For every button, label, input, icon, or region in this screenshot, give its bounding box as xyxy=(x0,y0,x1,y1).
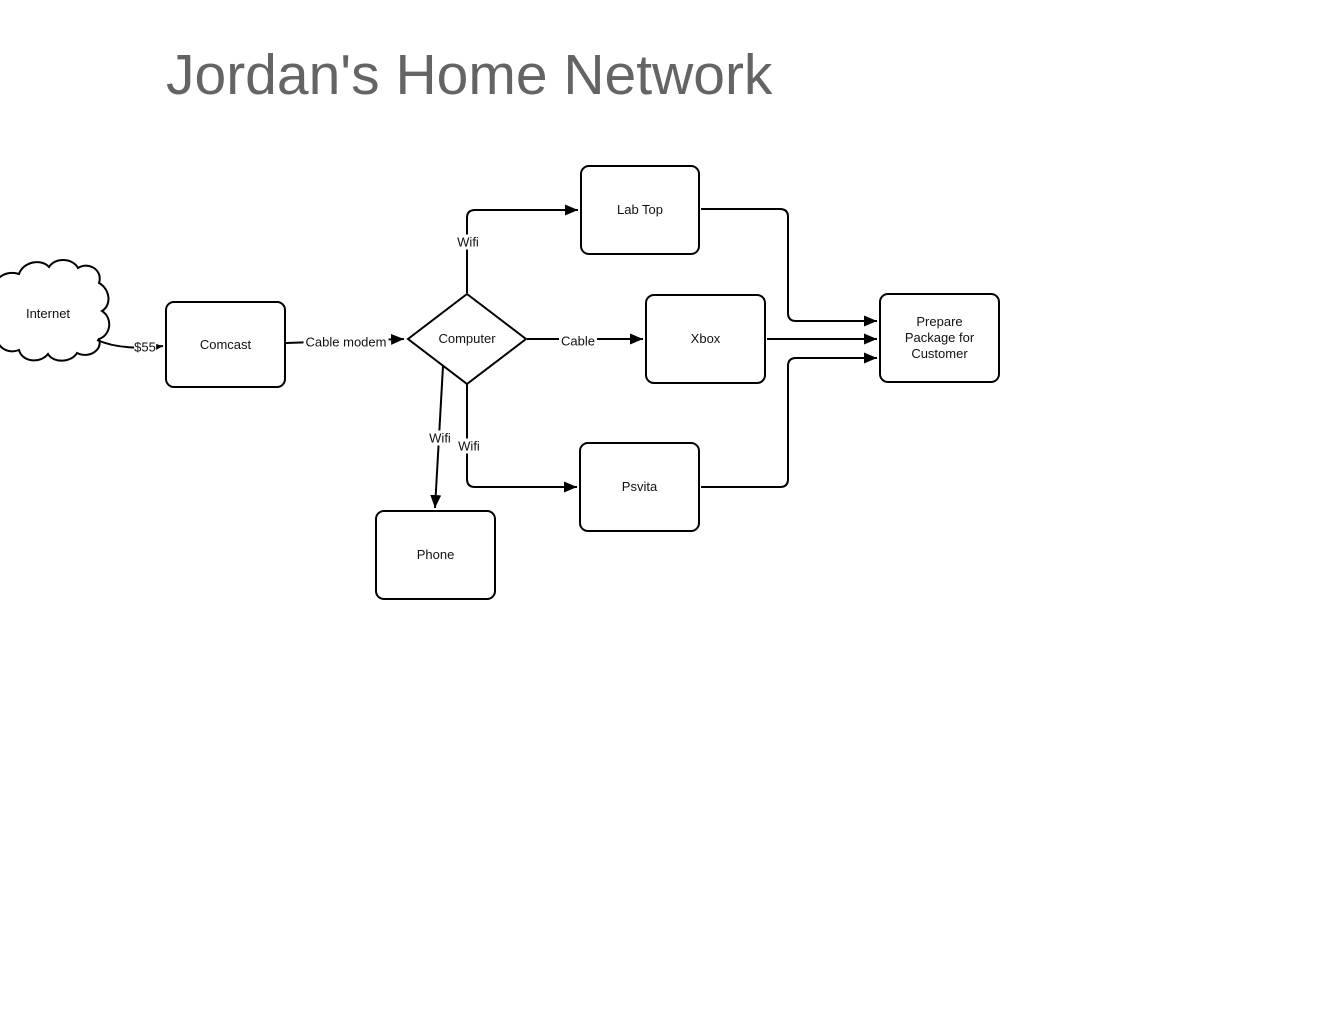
node-lab-top-label: Lab Top xyxy=(616,202,664,217)
internet-cloud-shape xyxy=(0,259,111,362)
node-comcast: Comcast xyxy=(165,301,286,388)
node-comcast-label: Comcast xyxy=(199,336,252,352)
node-computer: Computer xyxy=(407,294,527,384)
edge-label-wifi-labtop: Wifi xyxy=(455,234,481,250)
edge-labtop-prepare xyxy=(701,208,877,327)
edge-computer-labtop xyxy=(466,204,578,293)
node-internet-label: Internet xyxy=(25,306,71,321)
edge-label-wifi-psvita: Wifi xyxy=(456,438,482,454)
node-phone: Phone xyxy=(375,510,496,600)
node-phone-label: Phone xyxy=(416,547,455,562)
node-computer-label: Computer xyxy=(438,331,496,346)
edge-label-wifi-phone: Wifi xyxy=(427,430,453,446)
edge-label-fee: $55 xyxy=(134,339,156,355)
node-prepare-package: Prepare Package for Customer xyxy=(879,293,1000,383)
node-lab-top: Lab Top xyxy=(580,165,700,255)
edge-label-cable: Cable xyxy=(559,333,597,349)
node-xbox-label: Xbox xyxy=(690,331,721,346)
diagram-title: Jordan's Home Network xyxy=(166,43,773,107)
node-prepare-package-label: Prepare Package for Customer xyxy=(904,314,975,361)
edge-computer-psvita xyxy=(466,384,577,493)
node-xbox: Xbox xyxy=(645,294,766,384)
node-internet: Internet xyxy=(0,268,104,360)
node-psvita: Psvita xyxy=(579,442,700,532)
node-psvita-label: Psvita xyxy=(621,479,658,494)
edge-psvita-prepare xyxy=(701,352,877,488)
edge-label-cable-modem: Cable modem xyxy=(303,334,389,350)
